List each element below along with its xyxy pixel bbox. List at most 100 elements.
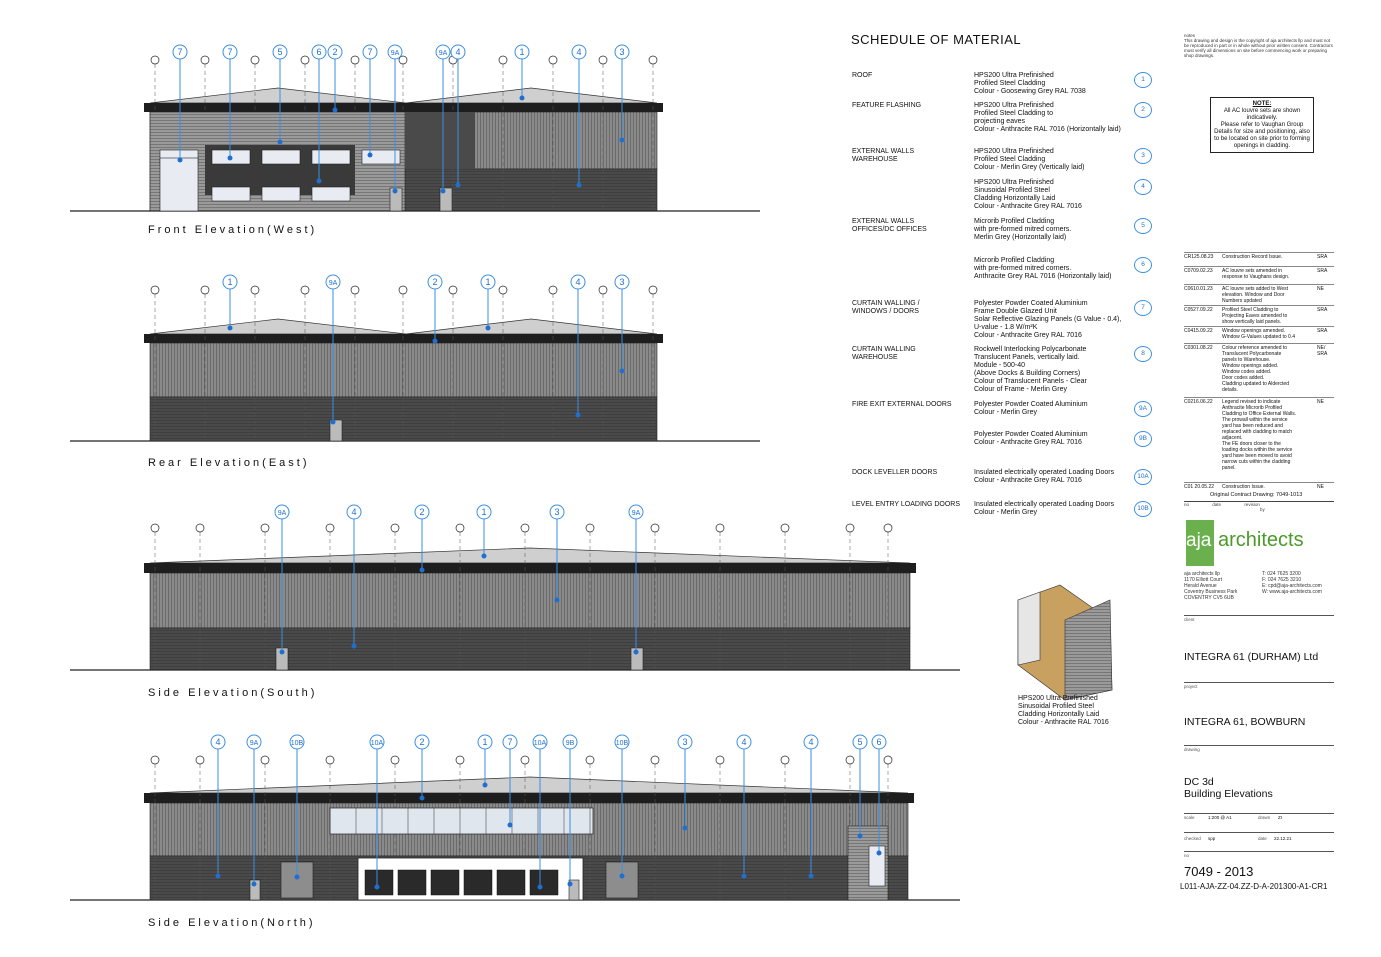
material-category: FIRE EXIT EXTERNAL DOORS bbox=[852, 401, 952, 408]
callout-bubble bbox=[502, 734, 518, 750]
material-description: HPS200 Ultra Prefinished Sinusoidal Prof… bbox=[974, 179, 1082, 210]
revision-by: SRA bbox=[1317, 268, 1328, 274]
fire-exit-door bbox=[329, 419, 343, 442]
material-category: FEATURE FLASHING bbox=[852, 102, 922, 109]
callout-label: 7 bbox=[367, 47, 372, 57]
cladding-caption: HPS200 Ultra Prefinished Sinusoidal Prof… bbox=[1018, 695, 1109, 726]
roof-slope bbox=[149, 776, 909, 794]
callout-bubble bbox=[274, 504, 290, 520]
drawn-label: drawn bbox=[1258, 815, 1271, 820]
callout-label: 1 bbox=[227, 277, 232, 287]
callout-label: 1 bbox=[485, 277, 490, 287]
grid-axis-marker bbox=[780, 755, 790, 765]
revision-desc: Colour reference amended to Translucent … bbox=[1222, 345, 1289, 393]
revision-code: C0709.02.23 bbox=[1184, 268, 1213, 274]
callout-label: 6 bbox=[876, 737, 881, 747]
grid-axis-marker bbox=[150, 755, 160, 765]
callout-bubble bbox=[549, 504, 565, 520]
revision-by: SRA bbox=[1317, 254, 1328, 260]
callout-bubble bbox=[570, 274, 586, 290]
grid-axis-marker bbox=[398, 55, 408, 65]
callout-dot bbox=[279, 649, 285, 655]
callout-bubble bbox=[477, 734, 493, 750]
drawing-title-1: DC 3d bbox=[1184, 776, 1214, 788]
material-ref-badge: 5 bbox=[1134, 218, 1152, 234]
fire-exit-door bbox=[249, 879, 261, 901]
callout-dot bbox=[857, 833, 863, 839]
callout-dot bbox=[507, 822, 513, 828]
office-window-lower bbox=[261, 186, 301, 202]
material-ref-badge: 7 bbox=[1134, 300, 1152, 316]
callout-bubble bbox=[246, 734, 262, 750]
callout-bubble bbox=[327, 44, 343, 60]
callout-bubble bbox=[435, 44, 451, 60]
roof-slope bbox=[149, 547, 911, 564]
callout-dot bbox=[576, 182, 582, 188]
grid-axis-marker bbox=[520, 523, 530, 533]
revision-by: SRA bbox=[1317, 328, 1328, 334]
material-description: Microrib Profiled Cladding with pre-form… bbox=[974, 257, 1112, 280]
revision-desc: Window openings amended. Window G-Values… bbox=[1222, 328, 1296, 340]
callout-bubble bbox=[311, 44, 327, 60]
callout-dot bbox=[741, 873, 747, 879]
callout-dot bbox=[619, 368, 625, 374]
material-ref-badge: 1 bbox=[1134, 72, 1152, 88]
callout-bubble bbox=[369, 734, 385, 750]
callout-bubble bbox=[387, 44, 403, 60]
revision-code: C01 20.05.22 bbox=[1184, 484, 1215, 490]
callout-dot bbox=[432, 338, 438, 344]
revision-desc: Construction Record Issue. bbox=[1222, 254, 1283, 260]
callout-bubble bbox=[450, 44, 466, 60]
callout-dot bbox=[619, 137, 625, 143]
entrance-curtain-wall bbox=[159, 157, 199, 212]
callout-label: 4 bbox=[455, 47, 460, 57]
grid-axis-marker bbox=[350, 55, 360, 65]
callout-dot bbox=[177, 157, 183, 163]
schedule-title: SCHEDULE OF MATERIAL bbox=[851, 32, 1022, 47]
callout-label: 5 bbox=[857, 737, 862, 747]
fire-exit-door bbox=[389, 187, 403, 212]
grid-axis-marker bbox=[150, 285, 160, 295]
date-label: date bbox=[1258, 836, 1267, 841]
grid-axis-marker bbox=[200, 285, 210, 295]
callout-bubble bbox=[222, 274, 238, 290]
material-ref-badge: 10A bbox=[1134, 469, 1152, 485]
callout-bubble bbox=[346, 504, 362, 520]
logo-block bbox=[1186, 520, 1214, 566]
firm-contact: T: 024 7625 3200 F: 024 7625 3210 E: cpd… bbox=[1262, 571, 1322, 595]
office-window-upper bbox=[261, 149, 301, 165]
callout-dot bbox=[481, 553, 487, 559]
grid-axis-marker bbox=[398, 285, 408, 295]
office-window-lower bbox=[211, 186, 251, 202]
callout-bubble bbox=[362, 44, 378, 60]
grid-axis-marker bbox=[598, 285, 608, 295]
grid-axis-marker bbox=[195, 755, 205, 765]
grid-axis-marker bbox=[498, 55, 508, 65]
grid-axis-marker bbox=[250, 285, 260, 295]
fire-exit-door bbox=[439, 187, 453, 212]
grid-axis-marker bbox=[650, 523, 660, 533]
logo-aja: aja bbox=[1186, 530, 1212, 551]
revision-desc: Construction Issue. bbox=[1222, 484, 1265, 490]
revision-code: C0216.06.22 bbox=[1184, 399, 1213, 405]
translucent-panels bbox=[329, 807, 594, 835]
material-category: ROOF bbox=[852, 72, 873, 79]
callout-bubble bbox=[272, 44, 288, 60]
revision-desc: AC louvre sets amended in response to Va… bbox=[1222, 268, 1290, 280]
revision-desc: AC louvre sets added to West elevation. … bbox=[1222, 286, 1289, 304]
grid-axis-marker bbox=[390, 755, 400, 765]
grid-axis-marker bbox=[300, 285, 310, 295]
rev-header-date: date bbox=[1212, 502, 1222, 507]
grid-axis-marker bbox=[598, 55, 608, 65]
callout-label: 9A bbox=[250, 740, 259, 747]
material-ref-badge: 10B bbox=[1134, 501, 1152, 517]
revision-desc: Profiled Steel Cladding to Projecting Ea… bbox=[1222, 307, 1288, 325]
sinusoidal-face bbox=[1064, 599, 1113, 701]
grid-axis-marker bbox=[650, 755, 660, 765]
revision-by: NE bbox=[1317, 399, 1324, 405]
